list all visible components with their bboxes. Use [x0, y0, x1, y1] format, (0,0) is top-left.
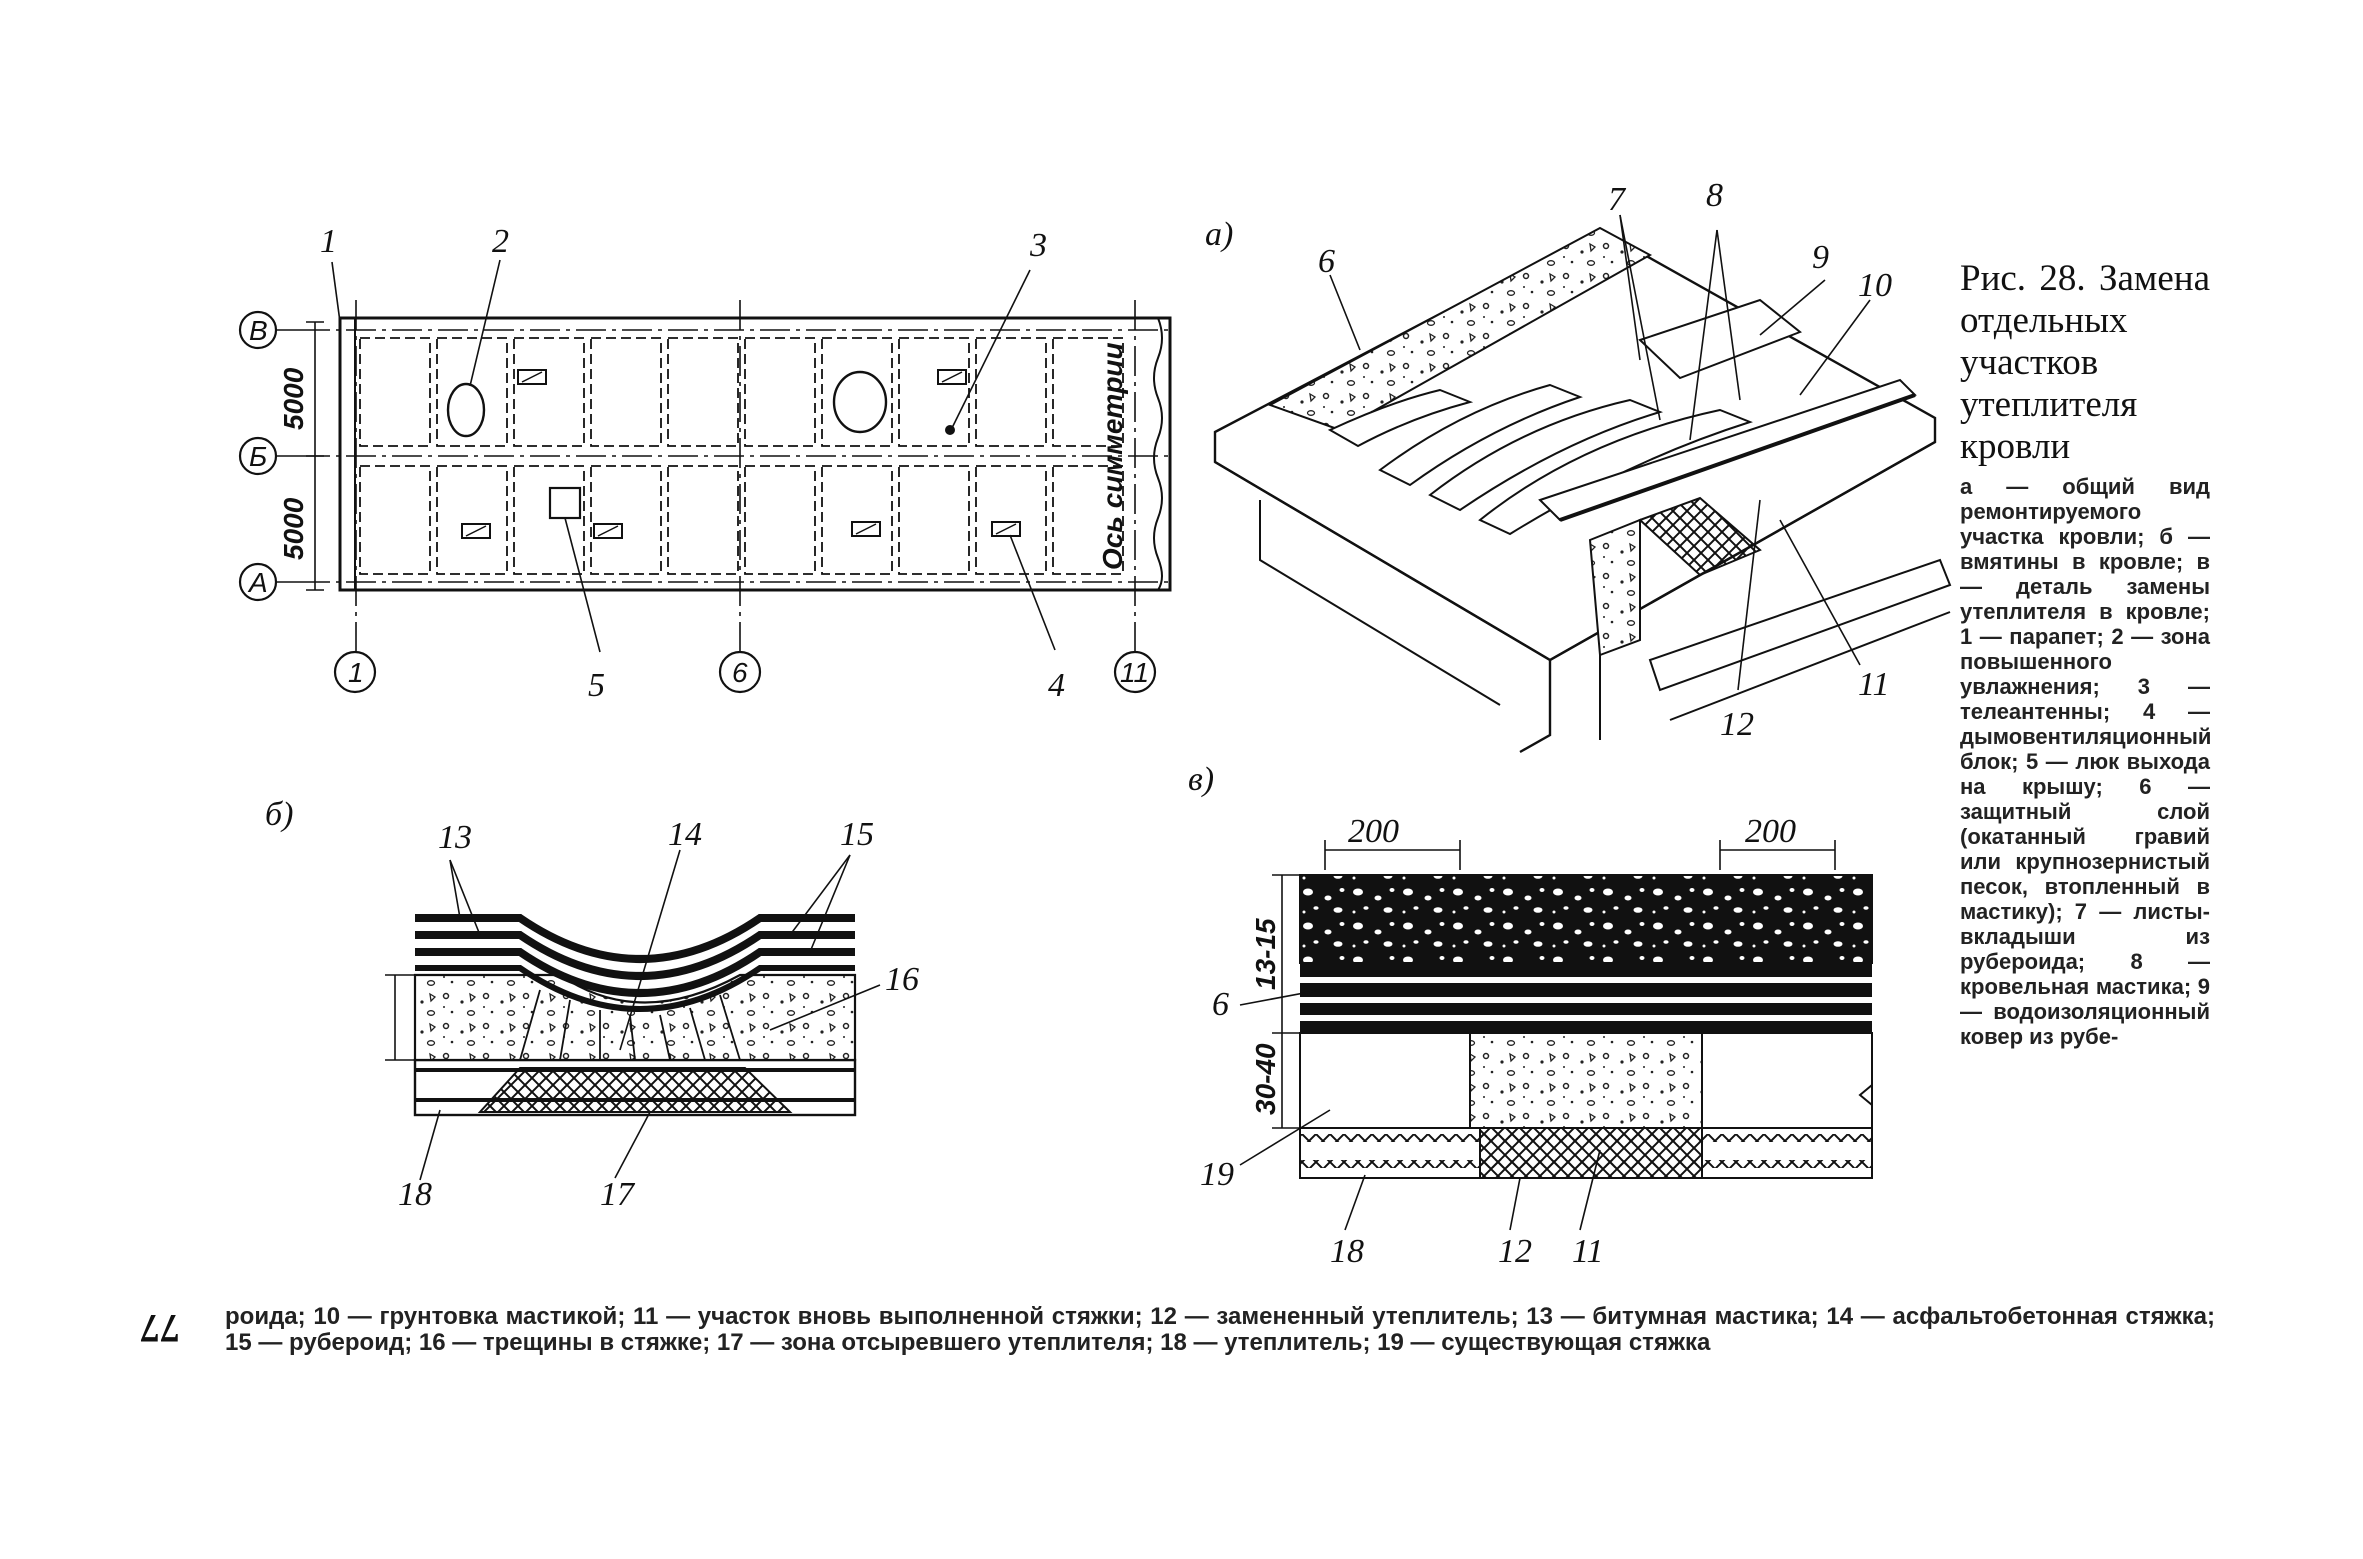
figure-caption-side: Рис. 28. Замена отдельных участков утепл… [1960, 258, 2212, 1049]
view-b-label-13: 13 [438, 819, 472, 856]
dim-13-15: 13-15 [1250, 918, 1281, 990]
dim-5000-top: 5000 [278, 367, 309, 430]
view-a-label-9: 9 [1812, 239, 1829, 276]
caption-bottom-body: роида; 10 — грунтовка мастикой; 11 — уча… [225, 1303, 2215, 1356]
page-number: 77 [140, 1306, 180, 1351]
view-a-tag: а) [1205, 216, 1233, 253]
axis-label-11: 11 [1120, 657, 1149, 688]
axis-label-b: Б [249, 441, 267, 472]
view-v-tag: в) [1188, 761, 1214, 798]
view-a-perspective: а) 6 7 8 9 [1205, 177, 1952, 754]
view-v-label-6: 6 [1212, 986, 1229, 1023]
plan-label-4: 4 [1048, 667, 1065, 704]
view-a-label-12: 12 [1720, 706, 1754, 743]
axis-label-1: 1 [348, 657, 364, 688]
axis-label-6: 6 [732, 657, 748, 688]
plan-view: В Б А 1 6 11 5000 5000 Ось симметрии 1 2… [238, 223, 1172, 704]
view-b-label-16: 16 [885, 961, 919, 998]
figure-title: Рис. 28. Замена отдельных участков утепл… [1960, 258, 2210, 467]
axis-label-a: А [247, 567, 268, 598]
view-v-label-12: 12 [1498, 1233, 1532, 1270]
view-v-detail: в) 200 200 13-15 [1188, 761, 1873, 1270]
view-a-label-8: 8 [1706, 177, 1723, 214]
view-b-label-18: 18 [398, 1176, 432, 1213]
view-a-label-10: 10 [1858, 267, 1892, 304]
view-v-label-19: 19 [1200, 1156, 1234, 1193]
dim-200-left: 200 [1348, 813, 1399, 850]
plan-label-5: 5 [588, 667, 605, 704]
dim-30-40: 30-40 [1250, 1043, 1281, 1115]
view-b-section: б) 13 14 15 [265, 796, 919, 1213]
view-b-label-14: 14 [668, 816, 702, 853]
caption-side-body: а — общий вид ремонтируемого участка кро… [1960, 474, 2212, 1049]
view-b-label-17: 17 [600, 1176, 636, 1213]
plan-label-3: 3 [1029, 227, 1047, 264]
plan-label-2: 2 [492, 223, 509, 260]
symmetry-axis-label: Ось симметрии [1097, 342, 1128, 570]
dim-200-right: 200 [1745, 813, 1796, 850]
view-v-label-11: 11 [1572, 1233, 1603, 1270]
dim-5000-bottom: 5000 [278, 497, 309, 560]
view-a-label-7: 7 [1608, 181, 1627, 218]
view-b-tag: б) [265, 796, 293, 833]
axis-label-v: В [249, 315, 268, 346]
view-v-label-18: 18 [1330, 1233, 1364, 1270]
view-b-label-15: 15 [840, 816, 874, 853]
plan-label-1: 1 [320, 223, 337, 260]
view-a-label-11: 11 [1858, 666, 1889, 703]
view-a-label-6: 6 [1318, 243, 1335, 280]
